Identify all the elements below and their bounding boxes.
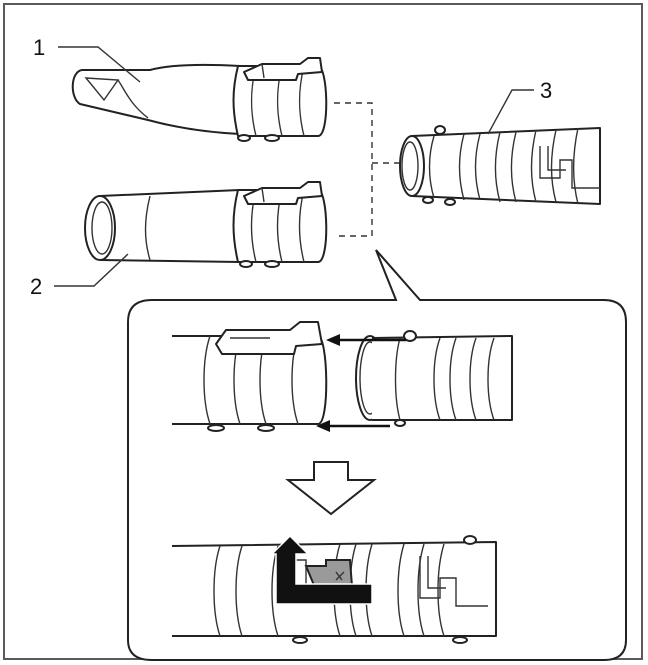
- leader-line-3: [487, 89, 534, 135]
- turn-arrow-icon: [270, 534, 373, 605]
- pipe-part-2: [84, 181, 328, 268]
- leader-line-1: [58, 46, 141, 83]
- left-arrow-icon: [326, 334, 406, 346]
- leader-line-2: [54, 253, 129, 287]
- callout-label-2: 2: [30, 274, 42, 299]
- alignment-dashed-lines: [334, 102, 402, 237]
- blower-tube-part-3: [399, 125, 601, 206]
- callout-label-1: 1: [33, 35, 45, 60]
- callout-label-3: 3: [540, 78, 552, 103]
- detail-before-insertion: [172, 321, 513, 432]
- left-arrow-icon: [316, 420, 390, 432]
- down-arrow-icon: [285, 461, 377, 516]
- nozzle-part-1: [71, 57, 328, 142]
